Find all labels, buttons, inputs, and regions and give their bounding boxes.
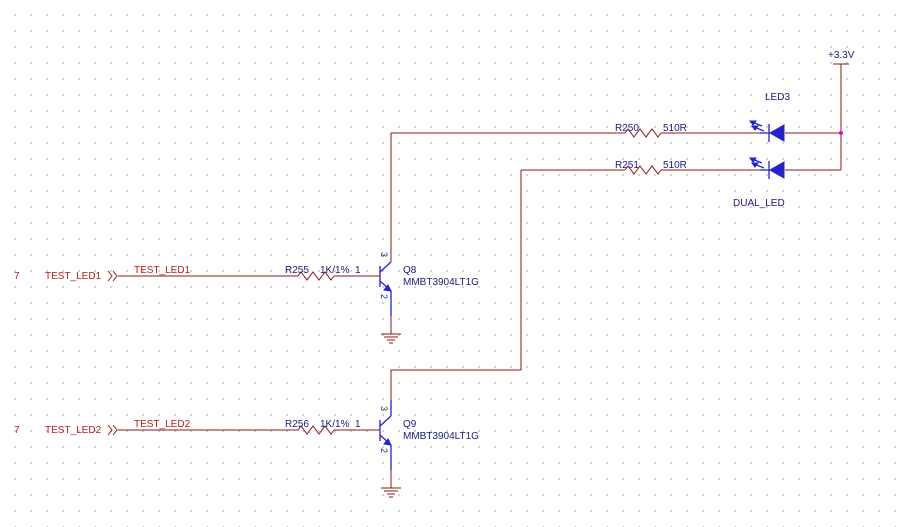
r251-ref: R251 bbox=[615, 160, 639, 171]
port-test-led2[interactable]: 7 TEST_LED2 bbox=[14, 424, 118, 436]
r250-value: 510R bbox=[663, 123, 687, 134]
r256-ref: R256 bbox=[285, 419, 309, 430]
q9-pin-emitter: 2 bbox=[379, 448, 389, 453]
q8-pin-emitter: 2 bbox=[379, 294, 389, 299]
port2-name: TEST_LED2 bbox=[45, 425, 102, 436]
q9-part: MMBT3904LT1G bbox=[403, 431, 479, 442]
resistor-r255[interactable] bbox=[297, 271, 335, 281]
port2-sheet: 7 bbox=[14, 425, 20, 436]
r256-value: 1K/1% bbox=[320, 419, 350, 430]
q8-pin-collector: 3 bbox=[379, 252, 389, 257]
resistor-r250[interactable] bbox=[624, 128, 662, 138]
net2-label: TEST_LED2 bbox=[134, 419, 191, 430]
q8-pin-base: 1 bbox=[355, 265, 361, 276]
led-part-label: DUAL_LED bbox=[733, 198, 785, 209]
resistor-r256[interactable] bbox=[297, 425, 335, 435]
port-test-led1[interactable]: 7 TEST_LED1 bbox=[14, 270, 118, 282]
resistor-r251[interactable] bbox=[624, 165, 662, 175]
r255-ref: R255 bbox=[285, 265, 309, 276]
ground-q8 bbox=[381, 316, 401, 344]
r250-ref: R250 bbox=[615, 123, 639, 134]
q9-pin-collector: 3 bbox=[379, 406, 389, 411]
led-ref-label: LED3 bbox=[765, 92, 790, 103]
led-bottom[interactable] bbox=[749, 157, 785, 179]
port1-sheet: 7 bbox=[14, 271, 20, 282]
port1-name: TEST_LED1 bbox=[45, 271, 102, 282]
net1-label: TEST_LED1 bbox=[134, 265, 191, 276]
power-port-3v3[interactable]: +3.3V bbox=[828, 50, 855, 170]
q8-part: MMBT3904LT1G bbox=[403, 277, 479, 288]
q9-pin-base: 1 bbox=[355, 419, 361, 430]
transistor-q9[interactable] bbox=[379, 400, 392, 470]
r255-value: 1K/1% bbox=[320, 265, 350, 276]
transistor-q8[interactable] bbox=[379, 261, 392, 316]
ground-q9 bbox=[381, 470, 401, 498]
led-top[interactable] bbox=[749, 120, 785, 142]
power-label: +3.3V bbox=[828, 50, 855, 61]
wire-q9-collector bbox=[390, 170, 522, 400]
r251-value: 510R bbox=[663, 160, 687, 171]
q8-ref: Q8 bbox=[403, 265, 417, 276]
q9-ref: Q9 bbox=[403, 419, 417, 430]
